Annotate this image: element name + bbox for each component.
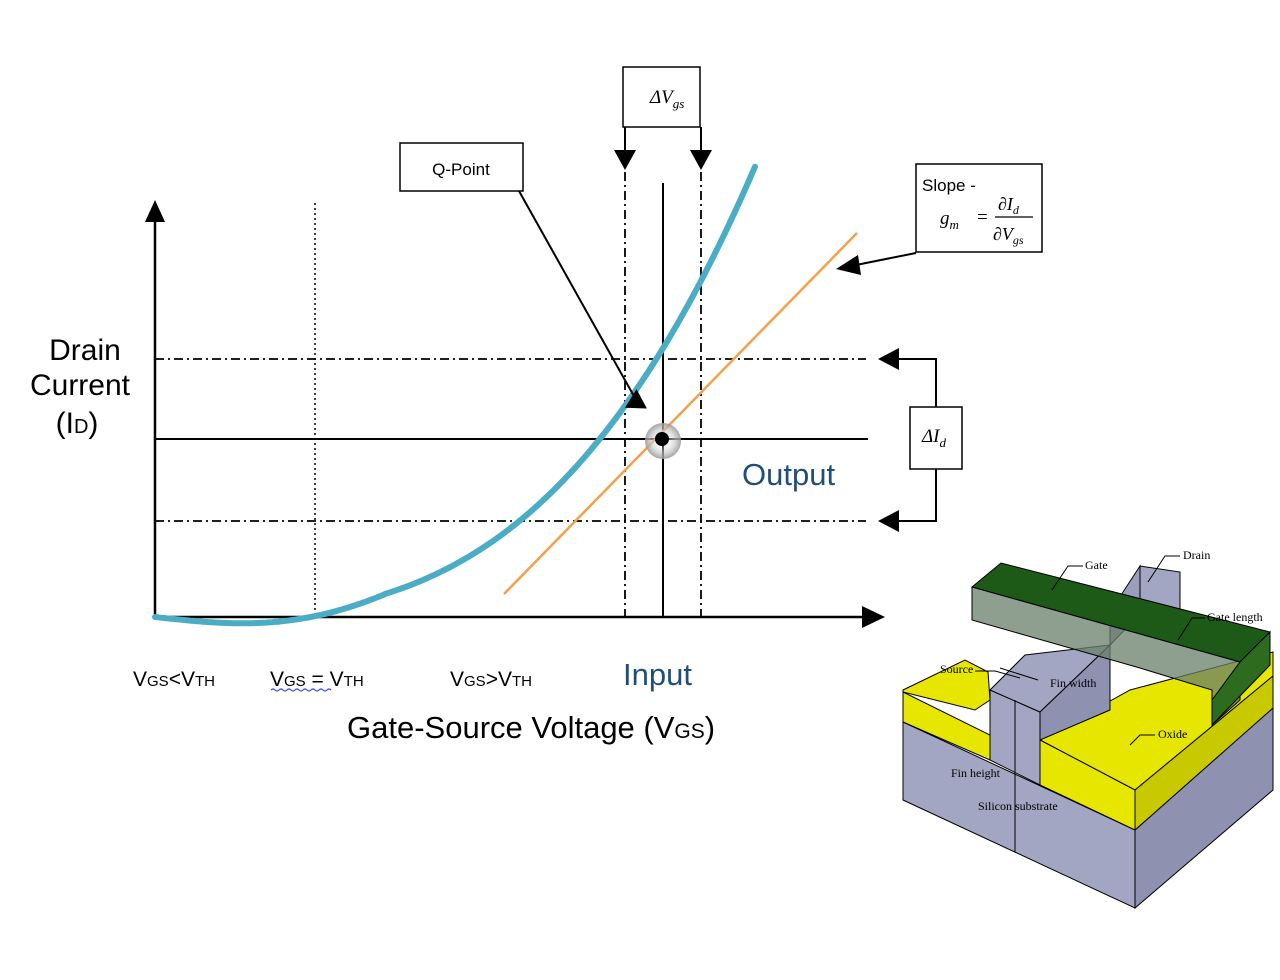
slope-box (915, 163, 1043, 253)
y-axis-arrow-icon (145, 200, 165, 222)
region-label-at-threshold: VGS = VTH (270, 668, 364, 691)
q-point-dot (655, 432, 669, 446)
delta-id-lower-bracket (898, 469, 937, 522)
delta-id-upper-bracket (898, 358, 937, 407)
slope-pointer (855, 252, 917, 266)
gate-length-leader (1177, 617, 1205, 641)
fin-right (1039, 643, 1111, 741)
q-point-box (399, 142, 524, 192)
y-axis-title-line3: (ID) (56, 407, 99, 440)
transfer-curve (152, 163, 758, 627)
delta-id-lower-arrow-icon (878, 510, 899, 532)
tangent-line (503, 232, 858, 595)
finfet-silicon-substrate-label: Silicon substrate (978, 799, 1058, 813)
fin-width-dimension (999, 667, 1039, 681)
delta-vgs-right-arrow-icon (690, 150, 712, 170)
slope-denominator: ∂Vgs (993, 224, 1024, 247)
transfer-plot: ΔVgs Q-Point Slope - gm = ∂Id ∂Vgs ΔId O… (30, 66, 1043, 745)
gate-right (1211, 630, 1271, 727)
source-leader (975, 670, 1021, 679)
x-axis-title: Gate-Source Voltage (VGS) (347, 710, 715, 745)
finfet-source-label: Source (940, 662, 973, 676)
finfet-gate-length-label: Gate length (1207, 610, 1263, 624)
drain-leader (1147, 555, 1180, 583)
delta-vgs-left-arrow-icon (614, 150, 636, 170)
slope-numerator: ∂Id (998, 194, 1020, 217)
oxide-right-side (1134, 674, 1274, 832)
finfet-oxide-label: Oxide (1158, 727, 1187, 741)
gate-leader (1051, 565, 1083, 591)
y-axis-title-line2: Current (30, 369, 131, 402)
delta-vgs-box (622, 66, 701, 128)
finfet-drain-label: Drain (1183, 548, 1210, 562)
x-axis-arrow-icon (862, 606, 885, 628)
finfet-fin-width-label: Fin width (1050, 676, 1096, 690)
delta-id-label: ΔId (921, 426, 946, 450)
finfet-illustration: Gate Drain Gate length Source Fin width … (902, 548, 1274, 910)
q-point-label: Q-Point (432, 160, 490, 179)
finfet-fin-height-label: Fin height (951, 766, 1001, 780)
slope-gm: gm (940, 208, 959, 232)
slope-pointer-arrow-icon (836, 255, 861, 275)
slope-title: Slope - (922, 176, 976, 195)
oxide-leader (1129, 734, 1155, 746)
delta-vgs-label: ΔVgs (649, 87, 684, 111)
delta-id-upper-arrow-icon (878, 348, 899, 370)
output-label: Output (742, 457, 835, 492)
finfet-gate-label: Gate (1085, 558, 1108, 572)
region-label-below-threshold: VGS<VTH (133, 668, 215, 691)
region-label-above-threshold: VGS>VTH (450, 668, 532, 691)
y-axis-title-line1: Drain (49, 334, 121, 367)
q-point-pointer (518, 190, 636, 399)
slope-equals: = (977, 207, 988, 228)
q-point-pointer-arrow-icon (624, 389, 647, 409)
spellcheck-squiggle (270, 688, 332, 692)
input-label: Input (623, 657, 692, 692)
